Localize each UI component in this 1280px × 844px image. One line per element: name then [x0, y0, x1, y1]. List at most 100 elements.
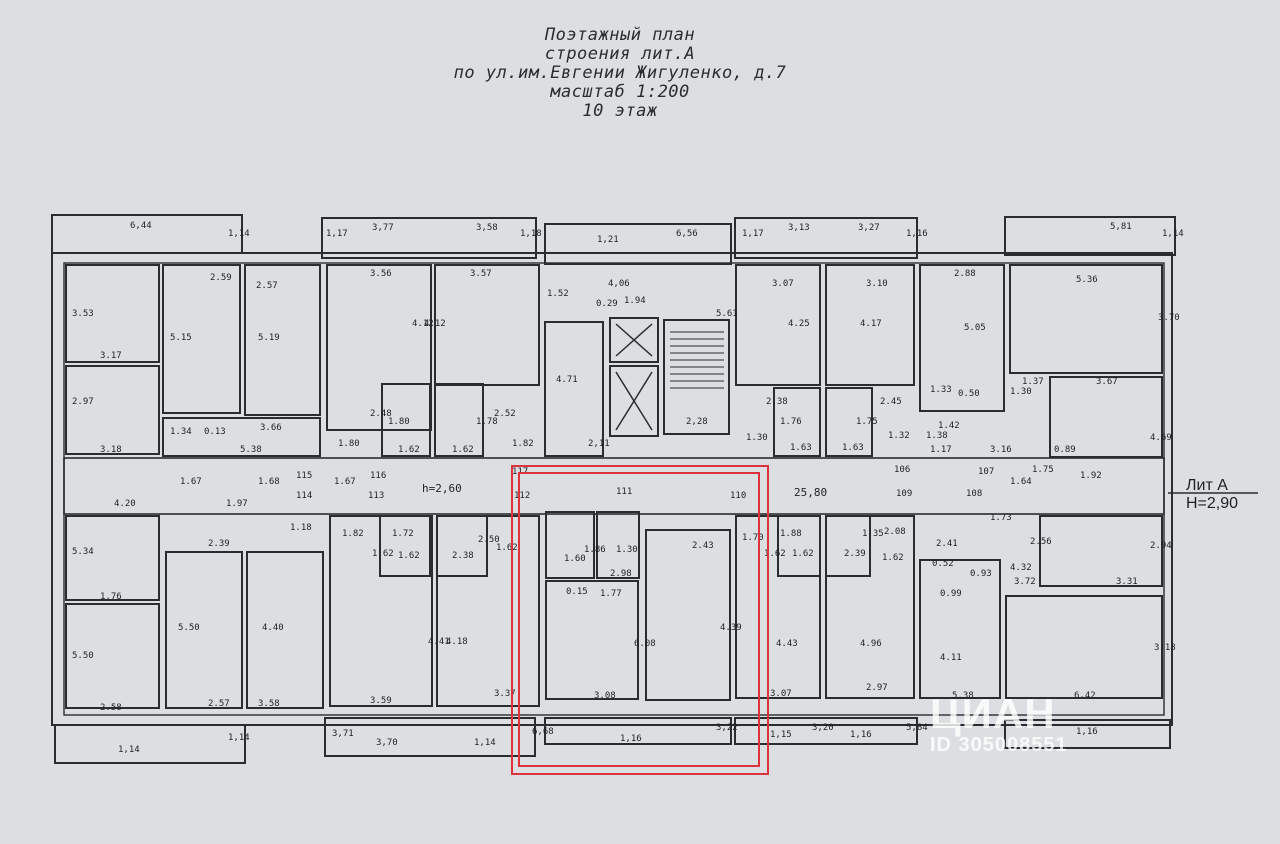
dimension-label: 1.62	[398, 551, 420, 561]
dimension-label: 4.69	[1150, 433, 1172, 443]
dimension-label: 3.16	[990, 445, 1012, 455]
dimension-label: 1.73	[990, 513, 1012, 523]
dimension-label: 108	[966, 489, 982, 499]
dimension-label: 1.17	[930, 445, 952, 455]
dimension-label: 3.18	[1154, 643, 1176, 653]
dimension-label: 1.75	[856, 417, 878, 427]
room	[379, 515, 431, 577]
dimension-label: 106	[894, 465, 910, 475]
balcony	[1004, 719, 1171, 749]
dimension-label: 5.38	[240, 445, 262, 455]
stair-treads	[670, 331, 724, 389]
dimension-label: 4.17	[860, 319, 882, 329]
room	[65, 264, 160, 363]
dimension-label: 2.43	[692, 541, 714, 551]
dimension-label: 3.59	[370, 696, 392, 706]
balcony	[324, 717, 536, 757]
dimension-label: 112	[514, 491, 530, 501]
dimension-label: 6,42	[1074, 691, 1096, 701]
dimension-label: 2.88	[954, 269, 976, 279]
plan-title: Поэтажный план строения лит.А по ул.им.Е…	[440, 26, 800, 121]
dimension-label: 1,16	[620, 734, 642, 744]
dimension-label: 2,11	[588, 439, 610, 449]
dimension-label: 1,16	[850, 730, 872, 740]
dimension-label: 1,21	[597, 235, 619, 245]
dimension-label: 3.31	[1116, 577, 1138, 587]
dimension-label: 1,14	[228, 229, 250, 239]
dimension-label: 3.66	[260, 423, 282, 433]
dimension-label: 2.94	[1150, 541, 1172, 551]
dimension-label: 3.07	[772, 279, 794, 289]
dimension-label: 2.08	[884, 527, 906, 537]
balcony	[1004, 216, 1176, 256]
dimension-label: 0.93	[970, 569, 992, 579]
lit-name: Лит А	[1186, 477, 1228, 494]
dimension-label: 2.48	[370, 409, 392, 419]
room	[919, 559, 1001, 699]
dimension-label: 114	[296, 491, 312, 501]
dimension-label: 1,17	[326, 229, 348, 239]
lit-label: Лит А H=2,90	[1186, 477, 1238, 513]
dimension-label: 1,16	[906, 229, 928, 239]
dimension-label: 4.43	[776, 639, 798, 649]
title-line-1: Поэтажный план	[544, 25, 696, 45]
dimension-label: 1.33	[930, 385, 952, 395]
dimension-label: 5.34	[72, 547, 94, 557]
balcony	[544, 717, 732, 745]
room	[825, 264, 915, 386]
dimension-label: 3.58	[258, 699, 280, 709]
dimension-label: 2.41	[936, 539, 958, 549]
dimension-label: 1.62	[882, 553, 904, 563]
balcony	[54, 724, 246, 764]
dimension-label: 1,15	[770, 730, 792, 740]
room	[825, 515, 871, 577]
dimension-label: 3.37	[494, 689, 516, 699]
room	[919, 264, 1005, 412]
dimension-label: 0.52	[932, 559, 954, 569]
dimension-label: 2,28	[686, 417, 708, 427]
room	[326, 264, 432, 431]
dimension-label: 6,68	[532, 727, 554, 737]
dimension-label: 116	[370, 471, 386, 481]
elevator	[609, 365, 659, 437]
dimension-label: 2.45	[880, 397, 902, 407]
dimension-label: 1.68	[258, 477, 280, 487]
dimension-label: 1.78	[476, 417, 498, 427]
dimension-label: 1.62	[496, 543, 518, 553]
room	[645, 529, 731, 701]
balcony	[51, 214, 243, 254]
room	[162, 417, 321, 457]
highlight-inner	[518, 472, 760, 767]
dimension-label: 2.38	[766, 397, 788, 407]
dimension-label: 3.67	[1096, 377, 1118, 387]
dimension-label: 1.62	[372, 549, 394, 559]
dimension-label: 1.86	[584, 545, 606, 555]
room	[165, 551, 243, 709]
room	[434, 383, 484, 457]
dimension-label: 1.75	[1032, 465, 1054, 475]
room	[544, 321, 604, 457]
dimension-label: 4.12	[412, 319, 434, 329]
dimension-label: 1,14	[118, 745, 140, 755]
dimension-label: 4.18	[446, 637, 468, 647]
watermark-brand: ЦИАН	[930, 690, 1056, 737]
dimension-label: 110	[730, 491, 746, 501]
dimension-label: 1.80	[338, 439, 360, 449]
dimension-label: 2.39	[208, 539, 230, 549]
dimension-label: 1,18	[520, 229, 542, 239]
balcony	[734, 717, 918, 745]
highlight-outer	[511, 465, 769, 775]
dimension-label: 3.70	[1158, 313, 1180, 323]
dimension-label: 5,84	[906, 723, 928, 733]
dimension-label: 0.15	[566, 587, 588, 597]
dimension-label: 113	[368, 491, 384, 501]
room	[1009, 264, 1163, 374]
dimension-label: 2.52	[494, 409, 516, 419]
corridor	[63, 457, 1165, 515]
room	[65, 515, 160, 601]
dimension-label: 5,81	[1110, 222, 1132, 232]
elevator	[609, 317, 659, 363]
room	[244, 264, 321, 416]
dimension-label: 3,70	[376, 738, 398, 748]
balcony	[544, 223, 732, 265]
